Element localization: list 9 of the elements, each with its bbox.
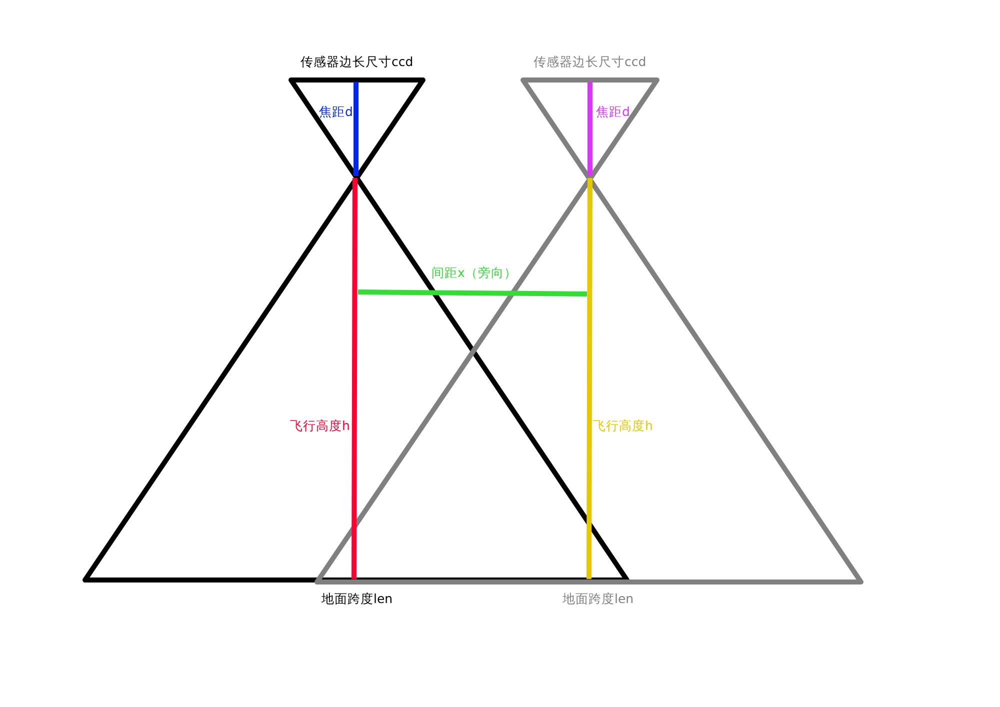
- dimension-label: 飞行高度h: [593, 418, 653, 433]
- dimension-label: 焦距d: [596, 104, 630, 119]
- dimension-label: 焦距d: [319, 104, 353, 119]
- dimension-label: 传感器边长尺寸ccd: [300, 54, 414, 69]
- dimension-label: 地面跨度len: [322, 591, 393, 606]
- dimension-label: 飞行高度h: [290, 418, 350, 433]
- dimension-label: 间距x（旁向）: [432, 265, 517, 280]
- dimension-label: 地面跨度len: [562, 591, 634, 606]
- dimension-label: 传感器边长尺寸ccd: [534, 54, 646, 69]
